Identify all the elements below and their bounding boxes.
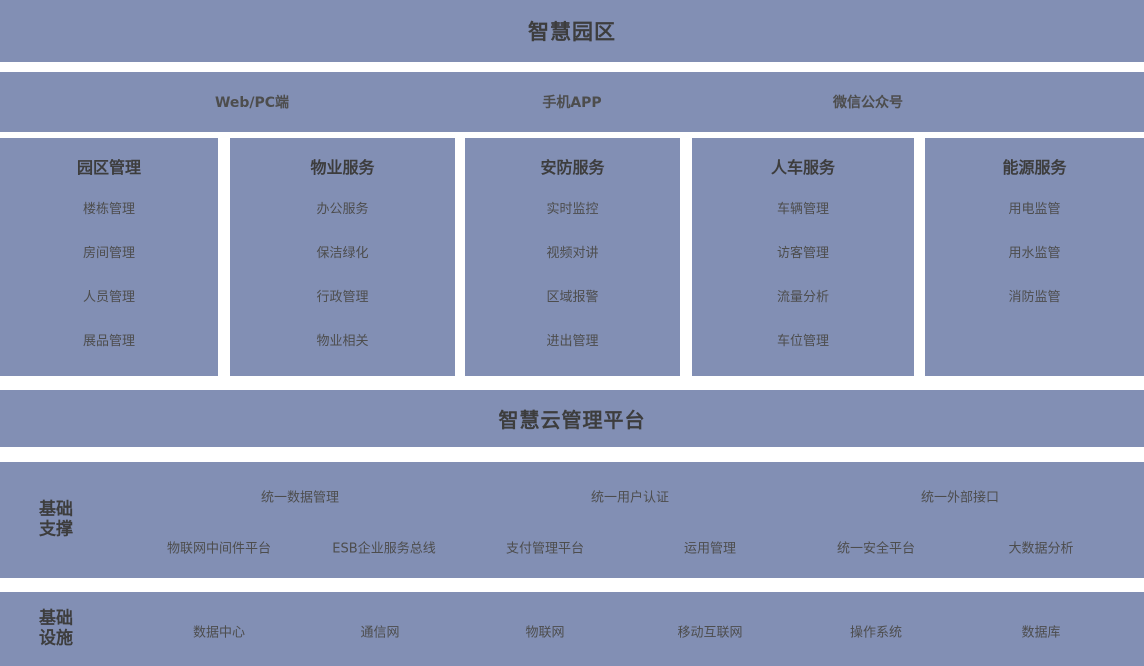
support-side-label: 基础 支撑 bbox=[34, 500, 78, 539]
module-card-title: 能源服务 bbox=[1002, 158, 1067, 177]
support-side-label-line2: 支撑 bbox=[39, 519, 73, 539]
module-card-title: 人车服务 bbox=[770, 158, 835, 177]
module-card-item[interactable]: 车位管理 bbox=[776, 334, 829, 349]
channel-item-1[interactable]: Web/PC端 bbox=[214, 95, 290, 111]
support-item-bottom-1[interactable]: 物联网中间件平台 bbox=[166, 541, 272, 557]
infrastructure-band: 基础 设施 数据中心 通信网 物联网 移动互联网 操作系统 数据库 bbox=[0, 592, 1144, 666]
module-card-item[interactable]: 楼栋管理 bbox=[82, 202, 135, 217]
infrastructure-item-4[interactable]: 移动互联网 bbox=[677, 625, 743, 641]
module-card-item[interactable]: 展品管理 bbox=[82, 334, 135, 349]
platform-band: 智慧云管理平台 bbox=[0, 390, 1144, 447]
module-card-1: 园区管理楼栋管理房间管理人员管理展品管理 bbox=[0, 138, 218, 376]
channel-item-2[interactable]: 手机APP bbox=[542, 95, 602, 111]
infrastructure-item-1[interactable]: 数据中心 bbox=[192, 625, 246, 641]
infrastructure-side-label-line2: 设施 bbox=[39, 628, 73, 648]
module-card-title: 物业服务 bbox=[310, 158, 375, 177]
module-card-item[interactable]: 行政管理 bbox=[316, 290, 369, 305]
channel-band: Web/PC端 手机APP 微信公众号 bbox=[0, 72, 1144, 132]
infrastructure-item-area: 数据中心 通信网 物联网 移动互联网 操作系统 数据库 bbox=[0, 592, 1144, 666]
support-item-top-2[interactable]: 统一用户认证 bbox=[590, 490, 670, 506]
support-item-bottom-4[interactable]: 运用管理 bbox=[683, 541, 737, 557]
module-card-item[interactable]: 流量分析 bbox=[776, 290, 829, 305]
support-item-bottom-2[interactable]: ESB企业服务总线 bbox=[332, 541, 436, 557]
module-card-item[interactable]: 视频对讲 bbox=[546, 246, 599, 261]
module-card-item[interactable]: 消防监管 bbox=[1008, 290, 1061, 305]
platform-title: 智慧云管理平台 bbox=[498, 408, 646, 432]
module-card-4: 人车服务车辆管理访客管理流量分析车位管理 bbox=[692, 138, 914, 376]
infrastructure-side-label-line1: 基础 bbox=[39, 608, 73, 629]
module-card-item[interactable]: 用水监管 bbox=[1008, 246, 1061, 261]
support-item-bottom-6[interactable]: 大数据分析 bbox=[1008, 541, 1074, 557]
module-card-item[interactable]: 车辆管理 bbox=[776, 202, 829, 217]
module-card-2: 物业服务办公服务保洁绿化行政管理物业相关 bbox=[230, 138, 455, 376]
module-card-title: 园区管理 bbox=[76, 158, 141, 177]
module-card-item[interactable]: 用电监管 bbox=[1008, 202, 1061, 217]
channel-item-3[interactable]: 微信公众号 bbox=[833, 95, 903, 111]
channel-list: Web/PC端 手机APP 微信公众号 bbox=[0, 72, 1144, 132]
infrastructure-item-5[interactable]: 操作系统 bbox=[849, 625, 903, 641]
support-item-top-1[interactable]: 统一数据管理 bbox=[260, 490, 340, 506]
support-side-label-line1: 基础 bbox=[39, 499, 73, 520]
infrastructure-item-2[interactable]: 通信网 bbox=[360, 625, 400, 641]
title-band: 智慧园区 bbox=[0, 0, 1144, 62]
support-item-top-3[interactable]: 统一外部接口 bbox=[920, 490, 1000, 506]
module-card-item[interactable]: 房间管理 bbox=[82, 246, 135, 261]
module-card-item[interactable]: 办公服务 bbox=[316, 202, 369, 217]
page-title: 智慧园区 bbox=[528, 20, 616, 44]
infrastructure-item-6[interactable]: 数据库 bbox=[1021, 625, 1061, 641]
module-card-item[interactable]: 实时监控 bbox=[546, 202, 599, 217]
support-item-area: 统一数据管理 统一用户认证 统一外部接口物联网中间件平台 ESB企业服务总线 支付管理平… bbox=[0, 462, 1144, 578]
module-card-item[interactable]: 进出管理 bbox=[546, 334, 599, 349]
support-band: 基础 支撑 统一数据管理 统一用户认证 统一外部接口物联网中间件平台 ESB企业服务总… bbox=[0, 462, 1144, 578]
module-card-item[interactable]: 人员管理 bbox=[82, 290, 135, 305]
support-item-bottom-5[interactable]: 统一安全平台 bbox=[836, 541, 916, 557]
module-card-row: 园区管理楼栋管理房间管理人员管理展品管理物业服务办公服务保洁绿化行政管理物业相关… bbox=[0, 138, 1144, 376]
module-card-item[interactable]: 区域报警 bbox=[546, 290, 599, 305]
module-card-item[interactable]: 物业相关 bbox=[316, 334, 369, 349]
module-card-item[interactable]: 访客管理 bbox=[776, 246, 829, 261]
module-card-5: 能源服务用电监管用水监管消防监管 bbox=[925, 138, 1144, 376]
module-card-title: 安防服务 bbox=[540, 158, 605, 177]
module-card-item[interactable]: 保洁绿化 bbox=[316, 246, 369, 261]
infrastructure-item-3[interactable]: 物联网 bbox=[525, 625, 565, 641]
support-item-bottom-3[interactable]: 支付管理平台 bbox=[505, 541, 585, 557]
infrastructure-side-label: 基础 设施 bbox=[34, 609, 78, 648]
module-card-3: 安防服务实时监控视频对讲区域报警进出管理 bbox=[465, 138, 680, 376]
